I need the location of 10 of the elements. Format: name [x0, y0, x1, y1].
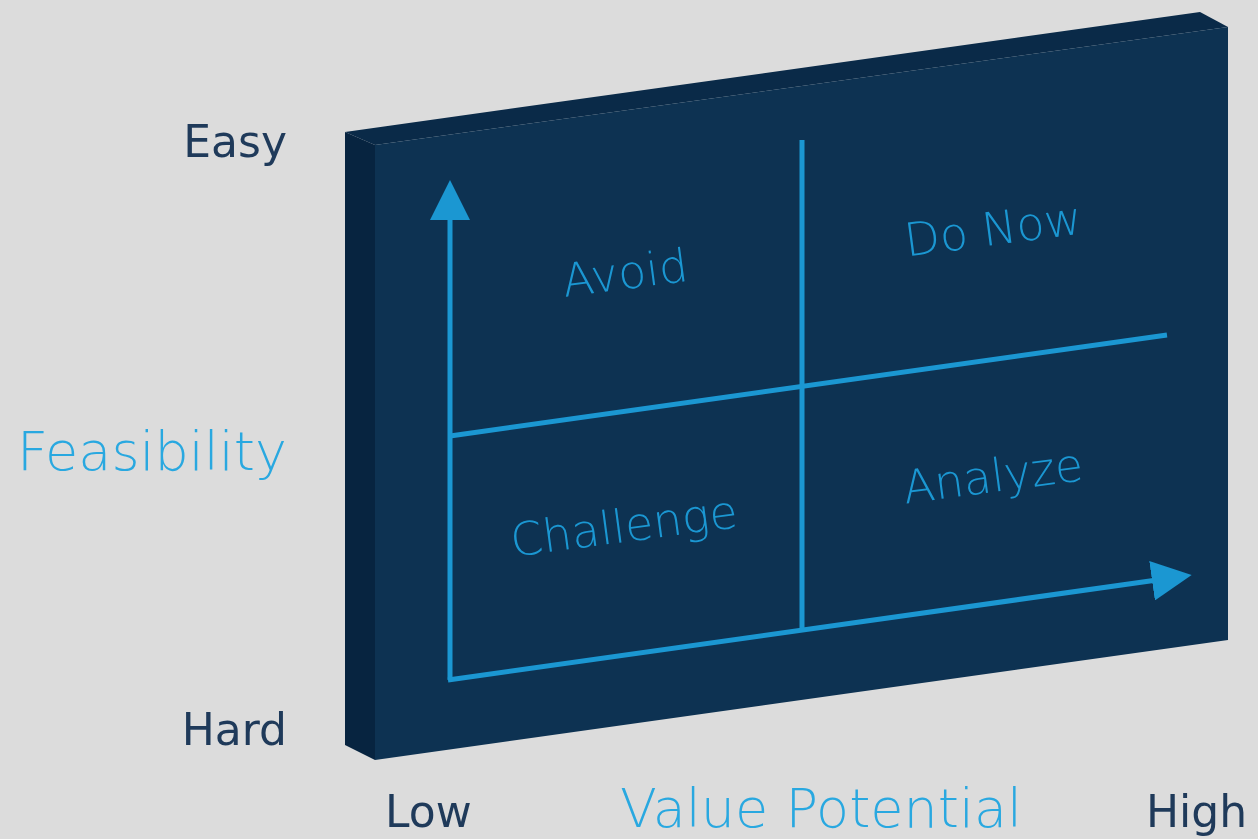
axis-end-label: Hard	[181, 708, 287, 752]
axis-title: Feasibility	[17, 425, 287, 479]
axis-title: Value Potential	[620, 782, 1023, 836]
axis-end-label: High	[1146, 790, 1248, 834]
axis-end-label: Low	[385, 790, 472, 834]
quadrant-label: Do Now	[821, 184, 1165, 274]
axis-end-label: Easy	[183, 120, 287, 164]
quadrant-label: Analyze	[821, 431, 1165, 521]
quadrant-label: Avoid	[453, 228, 797, 318]
quadrant-label: Challenge	[452, 481, 796, 571]
